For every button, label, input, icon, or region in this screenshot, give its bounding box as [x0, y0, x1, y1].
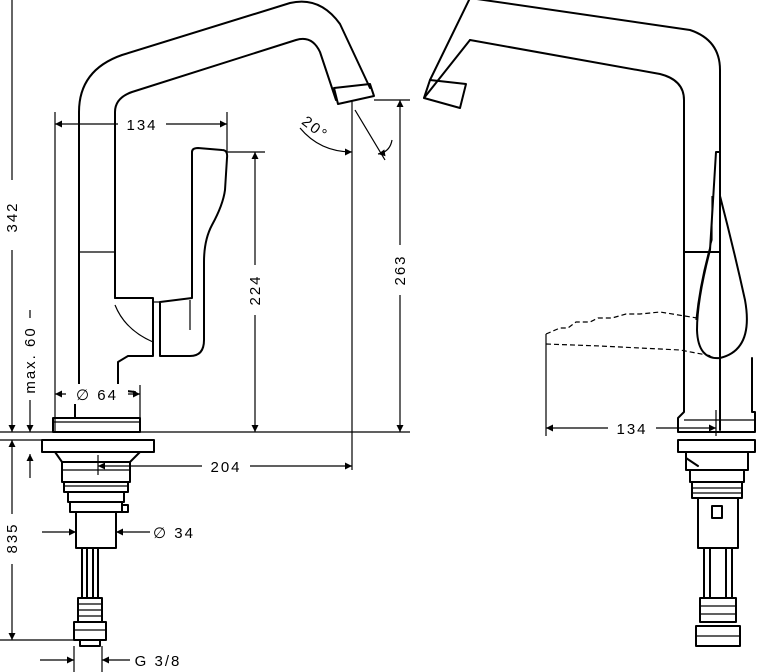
side-spout-tip [423, 79, 467, 109]
dim-overall-depth: 204 [210, 459, 241, 476]
spout-tip [333, 83, 375, 105]
side-spout-outline [476, 0, 721, 431]
dim-side-reach: 134 [616, 421, 647, 438]
dim-shank-diameter: ∅ 34 [153, 525, 195, 542]
lever-handle [159, 147, 229, 357]
base-ring [52, 417, 141, 433]
dim-spout-reach: 134 [126, 117, 157, 134]
dim-handle-height: 224 [247, 274, 264, 305]
fixing-assembly [54, 451, 141, 463]
side-spout-inner-outline [469, 39, 685, 301]
side-lever-handle [696, 151, 748, 360]
side-lever-swing-path [545, 311, 698, 335]
spout-inner-outline [114, 37, 337, 299]
dim-below-deck: 835 [4, 522, 21, 553]
dim-max-thickness: max. 60 [22, 326, 39, 393]
body-right-outline [114, 297, 154, 393]
front-view [41, 0, 375, 647]
supply-hoses [81, 547, 99, 599]
dim-total-height: 342 [4, 201, 21, 232]
dim-base-diameter: ∅ 64 [76, 387, 118, 404]
threaded-shank [75, 511, 117, 549]
dim-outlet-height: 263 [392, 254, 409, 285]
dim-swivel-angle: 20° [298, 113, 331, 144]
dimension-lines: 342 max. 60 835 134 224 263 [0, 0, 412, 672]
connection-nut [73, 621, 107, 641]
spout-outline [78, 0, 371, 253]
deck-plate [41, 439, 155, 453]
dim-connection-thread: G 3/8 [135, 653, 182, 670]
side-view: 134 [423, 0, 756, 647]
